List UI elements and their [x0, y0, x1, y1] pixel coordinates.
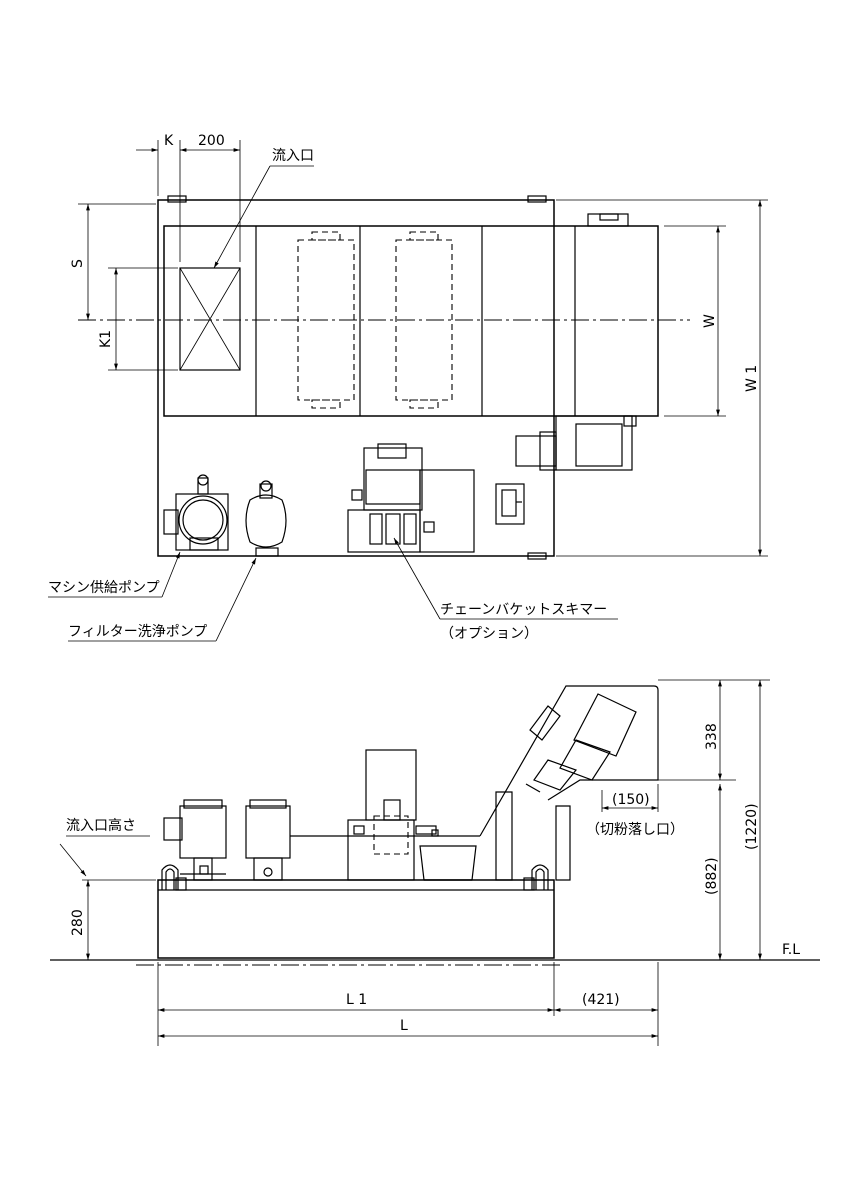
dim-k: K: [164, 133, 174, 149]
label-machine-pump: マシン供給ポンプ: [48, 580, 160, 596]
dim-150: (150): [612, 792, 650, 808]
label-skimmer: チェーンバケットスキマー: [440, 602, 607, 618]
dim-w1: W 1: [744, 365, 760, 392]
dim-882: (882): [704, 857, 720, 895]
dim-421: (421): [582, 992, 620, 1008]
side-view: 338 (882) (1220) (150) （切粉落し口） 流入口高さ 280…: [50, 679, 820, 1046]
plan-lug: [527, 195, 547, 203]
label-filter-pump: フィルター洗浄ポンプ: [68, 624, 207, 640]
plan-skimmer: [347, 443, 475, 553]
label-fl: F.L: [782, 942, 800, 958]
dim-200: 200: [198, 133, 225, 149]
side-conveyor: [479, 685, 659, 881]
side-lift-handle: [161, 864, 179, 890]
label-inlet: 流入口: [272, 148, 314, 164]
dim-s: S: [70, 259, 86, 268]
dim-1220: (1220): [744, 803, 760, 850]
plan-view: K 200 流入口 S K1 W W 1 マシン供給ポンプ フィルター洗浄ポンプ: [48, 133, 768, 642]
side-machine-pump: [163, 799, 227, 881]
side-filter-pump: [245, 799, 291, 881]
dim-l: L: [400, 1018, 408, 1034]
label-inlet-height: 流入口高さ: [66, 817, 136, 834]
plan-control-box: [495, 483, 525, 525]
dim-w: W: [702, 314, 718, 328]
dim-k1: K1: [98, 330, 114, 348]
side-skimmer: [347, 749, 439, 881]
plan-inlet-box: [179, 267, 241, 371]
label-chip-outlet: （切粉落し口）: [586, 822, 684, 838]
label-skimmer-option: （オプション）: [440, 626, 538, 642]
side-lift-handle: [531, 864, 549, 890]
dim-338: 338: [704, 723, 720, 750]
plan-filter-pump: [245, 480, 287, 557]
plan-lug: [167, 195, 187, 203]
dim-l1: L 1: [346, 992, 367, 1008]
plan-machine-pump: [163, 474, 229, 551]
side-tray: [419, 845, 477, 881]
plan-filter-section: [163, 225, 659, 417]
dim-280: 280: [70, 909, 86, 936]
plan-lug: [527, 552, 547, 560]
side-tank: [157, 879, 555, 959]
plan-tank-outline: [157, 199, 555, 557]
